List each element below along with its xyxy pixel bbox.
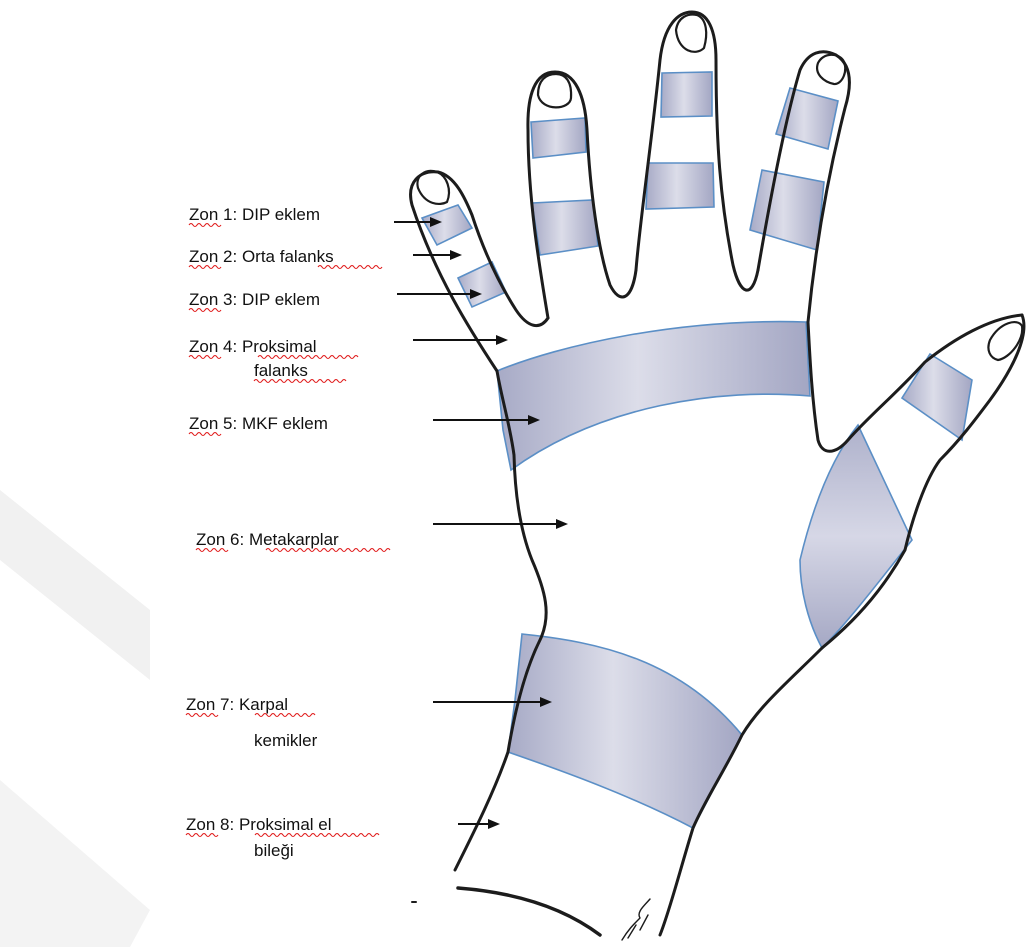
zone-2-arrow (413, 250, 462, 260)
zone-5-label: Zon 5: MKF eklem (189, 414, 328, 436)
zone-5-text: MKF eklem (242, 414, 328, 433)
band-little-pip (458, 262, 506, 307)
zone-1-prefix: Zon 1: (189, 205, 237, 224)
middle-nail (676, 15, 706, 52)
ring-nail (538, 74, 571, 107)
zone-7-text: Karpal (239, 695, 288, 714)
zone-6-text: Metakarplar (249, 530, 339, 549)
zone-4-arrow (413, 335, 508, 345)
zone-5-prefix: Zon 5: (189, 414, 237, 433)
zone-2-prefix: Zon 2: (189, 247, 237, 266)
band-middle-pip (646, 163, 714, 209)
zone-4-prefix: Zon 4: (189, 337, 237, 356)
band-ring-pip (532, 200, 598, 255)
zone-1-label: Zon 1: DIP eklem (189, 205, 320, 227)
zone-6-label: Zon 6: Metakarplar (196, 530, 390, 552)
zone-bands (422, 72, 972, 828)
zone-8-text2: bileği (254, 841, 294, 860)
hand-outline (411, 12, 1024, 940)
svg-text:Zon 5: MKF eklem: Zon 5: MKF eklem (189, 414, 328, 433)
zone-6-prefix: Zon 6: (196, 530, 244, 549)
zone-1-text: DIP eklem (242, 205, 320, 224)
band-mcp (497, 322, 810, 470)
zone-8-prefix: Zon 8: (186, 815, 234, 834)
band-index-pip (750, 170, 824, 250)
band-little-dip (422, 205, 472, 245)
band-index-dip (776, 88, 838, 149)
svg-text:Zon 1: DIP eklem: Zon 1: DIP eklem (189, 205, 320, 224)
svg-text:Zon 7: Karpal: Zon 7: Karpal (186, 695, 288, 714)
ring-finger-outline (528, 72, 636, 318)
zone-6-arrow (433, 519, 568, 529)
svg-text:Zon 6: Metakarplar: Zon 6: Metakarplar (196, 530, 339, 549)
svg-text:Zon 4: Proksimal: Zon 4: Proksimal (189, 337, 317, 356)
zone-3-label: Zon 3: DIP eklem (189, 290, 320, 312)
band-ring-dip (531, 118, 586, 158)
zone-7-prefix: Zon 7: (186, 695, 234, 714)
band-middle-dip (661, 72, 712, 117)
zone-4-label: Zon 4: Proksimal falanks (189, 337, 358, 383)
watermark (0, 490, 150, 947)
middle-finger-outline (636, 12, 758, 290)
zone-labels: Zon 1: DIP eklem Zon 2: Orta falanks Zon… (186, 205, 390, 860)
zone-8-text: Proksimal el (239, 815, 332, 834)
index-nail (817, 55, 845, 84)
svg-text:Zon 8: Proksimal el: Zon 8: Proksimal el (186, 815, 332, 834)
zone-7-text2: kemikler (254, 731, 318, 750)
zone-3-text: DIP eklem (242, 290, 320, 309)
zone-4-text: Proksimal (242, 337, 317, 356)
zone-3-prefix: Zon 3: (189, 290, 237, 309)
zone-7-label: Zon 7: Karpal kemikler (186, 695, 318, 750)
zone-8-label: Zon 8: Proksimal el bileği (186, 815, 379, 860)
band-thumb-distal (902, 354, 972, 440)
wrist-arc (458, 888, 600, 935)
svg-text:Zon 2: Orta falanks: Zon 2: Orta falanks (189, 247, 334, 266)
zone-4-text2: falanks (254, 361, 308, 380)
zone-2-label: Zon 2: Orta falanks (189, 247, 382, 269)
zone-2-text: Orta falanks (242, 247, 334, 266)
svg-text:Zon 3: DIP eklem: Zon 3: DIP eklem (189, 290, 320, 309)
artist-signature (622, 899, 650, 940)
